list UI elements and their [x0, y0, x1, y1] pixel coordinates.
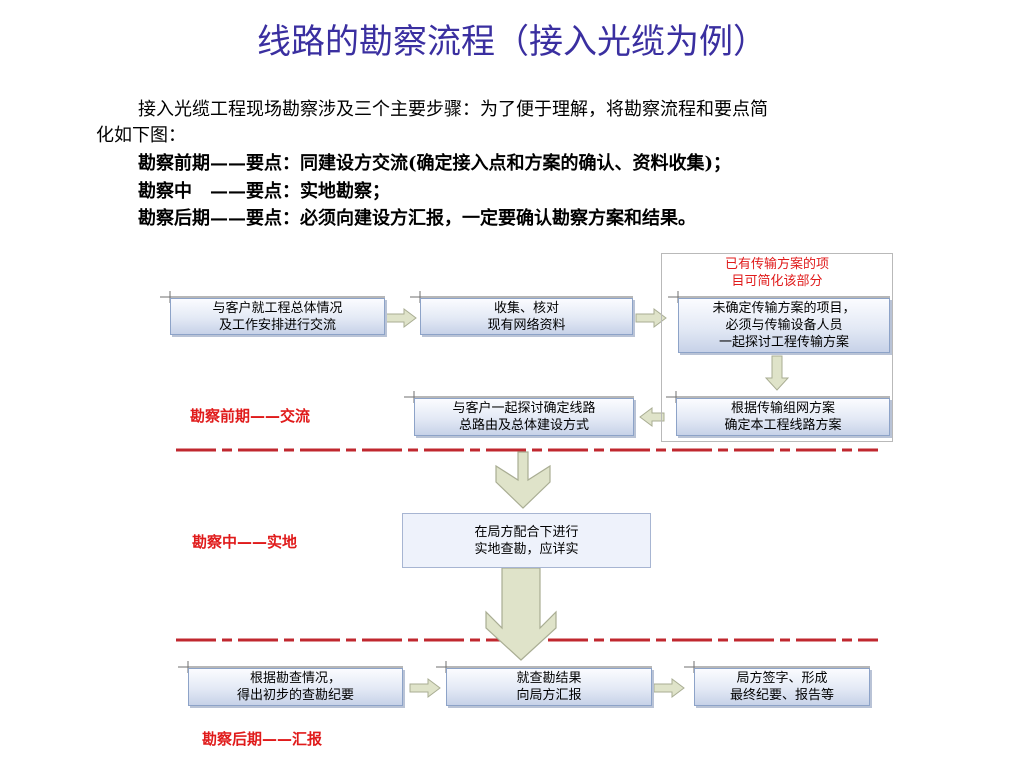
point-during-survey: 勘察中 ——要点：实地勘察；: [138, 181, 390, 202]
point-pre-survey: 勘察前期——要点：同建设方交流(确定接入点和方案的确认、资料收集)；: [138, 153, 732, 174]
phase-label-post: 勘察后期——汇报: [202, 730, 323, 748]
intro-line-2: 化如下图：: [96, 125, 186, 146]
step-collect-network-data: 收集、核对 现有网络资料: [420, 298, 633, 335]
point-post-survey: 勘察后期——要点：必须向建设方汇报，一定要确认勘察方案和结果。: [138, 208, 696, 229]
optional-section-frame: [661, 253, 893, 442]
arrow-mid-to-post: [485, 567, 557, 661]
phase-label-pre: 勘察前期——交流: [190, 407, 311, 425]
phase-label-mid: 勘察中——实地: [192, 533, 298, 551]
arrow-b5-b4: [639, 407, 665, 427]
step-field-survey: 在局方配合下进行 实地查勘，应详实: [402, 513, 651, 568]
intro-line-1: 接入光缆工程现场勘察涉及三个主要步骤：为了便于理解，将勘察流程和要点简: [138, 99, 768, 120]
arrow-b1-b2: [385, 308, 417, 328]
step-line-plan: 根据传输组网方案 确定本工程线路方案: [676, 398, 890, 436]
optional-section-note: 已有传输方案的项 目可简化该部分: [724, 257, 829, 289]
step-preliminary-minutes: 根据勘查情况， 得出初步的查勘纪要: [188, 668, 403, 706]
arrow-b3-b5: [764, 355, 790, 391]
step-transmission-plan: 未确定传输方案的项目， 必须与传输设备人员 一起探讨工程传输方案: [678, 298, 890, 353]
step-final-report: 局方签字、形成 最终纪要、报告等: [694, 668, 870, 706]
arrow-b8-b9: [653, 678, 685, 698]
step-report-to-bureau: 就查勘结果 向局方汇报: [446, 668, 652, 706]
page-title: 线路的勘察流程（接入光缆为例）: [257, 22, 767, 62]
arrow-b2-b3: [635, 308, 667, 328]
arrow-b7-b8: [409, 678, 441, 698]
step-discuss-overview: 与客户就工程总体情况 及工作安排进行交流: [170, 298, 385, 335]
arrow-pre-to-mid: [495, 451, 551, 509]
step-confirm-route: 与客户一起探讨确定线路 总路由及总体建设方式: [414, 398, 634, 436]
